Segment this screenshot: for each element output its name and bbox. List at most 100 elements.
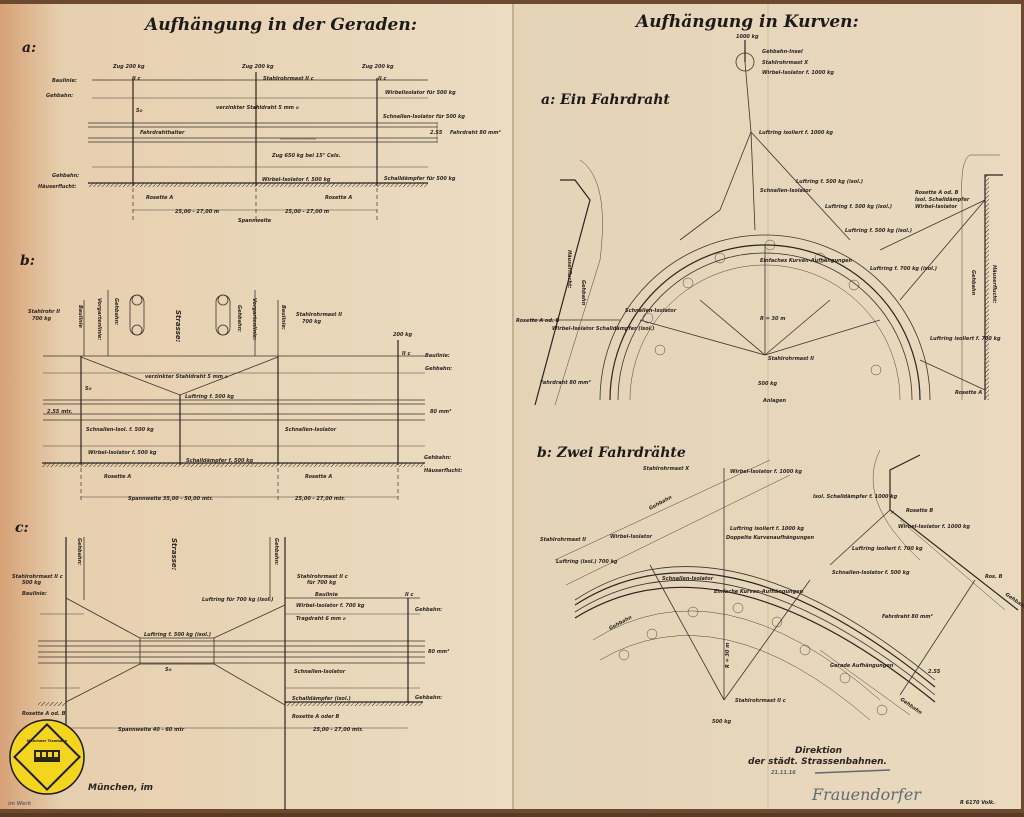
tree-markers-b — [618, 602, 888, 716]
handwritten-note: im Werk — [8, 801, 32, 807]
drawing-annotation: Häuserflucht: — [38, 184, 76, 190]
drawing-line — [879, 199, 986, 251]
drawing-annotation: 2.55 mtr. — [47, 409, 72, 415]
drawing-annotation: Doppelte Kurvenaufhängungen — [726, 535, 814, 541]
drawing-annotation: Rosette A — [104, 474, 131, 480]
drawing-annotation: Wirbel-Isolator — [915, 204, 958, 210]
drawing-annotation: Luftring f. 500 kg (isol.) — [144, 632, 211, 638]
drawing-annotation: II c — [132, 76, 140, 82]
drawing-line — [599, 635, 871, 721]
drawing-line — [744, 61, 752, 133]
drawing-line — [899, 199, 986, 301]
drawing-annotation: Baulinie: — [280, 305, 286, 330]
drawing-line — [687, 606, 699, 618]
drawing-annotation: Spannweite 40 - 60 mtr — [118, 727, 185, 733]
drawing-annotation: Stahlrohrmast X — [762, 60, 809, 66]
drawing-annotation: II c — [378, 76, 386, 82]
drawing-annotation: 500 kg — [758, 381, 778, 387]
drawing-annotation: Ros. B — [985, 574, 1003, 580]
drawing-annotation: 25,00 - 27,00 mtr. — [295, 496, 345, 502]
drawing-annotation: Strasse: — [174, 310, 182, 343]
drawing-annotation: 25,00 - 27,00 mtr. — [313, 727, 363, 733]
drawing-annotation: Baulinie: — [52, 78, 77, 84]
drawing-line — [599, 234, 931, 401]
drawing-annotation: Luftring isoliert f. 700 kg — [852, 546, 923, 552]
drawing-line — [285, 702, 423, 706]
drawing-annotation: Stahlrohrmast II — [296, 312, 342, 318]
drawing-annotation: II c — [402, 351, 410, 357]
signature-block: Direktion der städt. Strassenbahnen. 21.… — [748, 746, 995, 806]
drawing-line — [750, 131, 756, 231]
tree-markers — [642, 239, 882, 376]
drawing-annotation: Luftring f. 500 kg (isol.) — [845, 228, 912, 234]
drawing-annotation: Baulinie: — [425, 353, 450, 359]
drawing-annotation: 5⌀ — [136, 108, 143, 114]
place-text: München, im — [88, 783, 153, 793]
drawing-annotation: 500 kg — [22, 580, 42, 586]
drawing-annotation: Fahrdraht 80 mm² — [540, 380, 591, 386]
drawing-annotation: 1000 kg — [736, 34, 759, 40]
drawing-line — [131, 294, 143, 306]
drawing-annotation: Schnallen-Isolator — [662, 576, 714, 582]
drawing-annotation: Zug 650 kg bei 15° Cels. — [271, 153, 341, 159]
drawing-line — [65, 597, 141, 703]
drawing-annotation: 25,00 - 27,00 m — [175, 209, 219, 215]
section-a-straight: a: Baulinie: Gehbahn: Gehbahn: Häuserflu… — [22, 40, 501, 224]
drawing-line — [592, 610, 881, 701]
direktion-text: Direktion — [795, 746, 842, 756]
drawing-annotation: Strasse: — [170, 538, 178, 571]
drawing-line — [819, 649, 911, 716]
drawing-line — [649, 564, 725, 701]
drawing-annotation: Isol. Schalldämpfer — [915, 197, 970, 203]
drawing-line — [829, 509, 891, 566]
reference-number: R 6170 Volk. — [960, 800, 995, 806]
drawing-line — [899, 519, 1006, 611]
drawing-annotation: R = 30 m — [725, 643, 731, 668]
left-title: Aufhängung in der Geraden: — [143, 15, 417, 35]
drawing-annotation: 25,00 - 27,00 m — [285, 209, 329, 215]
drawing-line — [961, 154, 1000, 400]
drawing-annotation: Schnallen-Isolator — [760, 188, 812, 194]
drawing-annotation: Luftring isoliert f. 1000 kg — [730, 526, 804, 532]
drawing-line — [48, 752, 52, 757]
drawing-annotation: Luftring f. 500 kg — [185, 394, 234, 400]
drawing-annotation: Zug 200 kg — [241, 64, 274, 70]
drawing-annotation: Schalldämpfer f. 500 kg — [186, 458, 253, 464]
drawing-annotation: Luftring isoliert f. 1000 kg — [759, 130, 833, 136]
drawing-annotation: Wirbel-Isolator f. 500 kg — [88, 450, 157, 456]
drawing-annotation: 80 mm² — [430, 409, 452, 415]
drawing-annotation: Baulinie — [315, 592, 338, 598]
drawing-annotation: Wirbel-Isolator f. 1000 kg — [898, 524, 970, 530]
drawing-line — [574, 586, 936, 703]
drawing-annotation: Isol. Schalldämpfer f. 1000 kg — [813, 494, 898, 500]
drawing-annotation: Rosette A — [955, 390, 982, 396]
section-b-curve-label: b: Zwei Fahrdrähte — [537, 445, 686, 461]
drawing-annotation: Gehbahn: — [113, 298, 119, 325]
drawing-line — [131, 324, 143, 336]
drawing-line — [646, 628, 658, 640]
drawing-annotation: Gehbahn: — [415, 607, 442, 613]
drawing-annotation: Fahrdrahthalter — [140, 130, 185, 136]
drawing-annotation: Luftring isoliert f. 700 kg — [930, 336, 1001, 342]
drawing-annotation: Gehbahn: — [236, 305, 242, 332]
drawing-annotation: Zug 200 kg — [112, 64, 145, 70]
drawing-annotation: Stahlrohrmast II c — [12, 574, 63, 580]
drawing-line — [682, 277, 694, 289]
drawing-line — [54, 752, 58, 757]
drawing-annotation: Fahrdraht 80 mm² — [882, 614, 933, 620]
drawing-annotation: 5⌀ — [165, 667, 172, 673]
drawing-annotation: Anlagen — [762, 398, 786, 404]
haeuserflucht-hatch — [88, 183, 428, 187]
drawing-annotation: Wirbel-Isolator f. 500 kg — [262, 177, 331, 183]
drawing-line — [642, 312, 654, 324]
drawing-annotation: 500 kg — [712, 719, 732, 725]
drawing-annotation: Wirbel-Isolator Schalldämpfer (isol.) — [552, 326, 655, 332]
drawing-annotation: Schnallen-Isolator — [625, 308, 677, 314]
drawing-line — [639, 319, 766, 356]
drawing-line — [732, 602, 744, 614]
drawing-annotation: Schnallen-Isolator f. 500 kg — [832, 570, 910, 576]
drawing-annotation: Luftring f. 500 kg (isol.) — [796, 179, 863, 185]
drawing-annotation: Gehbahn: — [76, 538, 82, 565]
section-a-curve-one-wire: a: Ein Fahrdraht 1000 kg Gehb — [516, 34, 1003, 406]
